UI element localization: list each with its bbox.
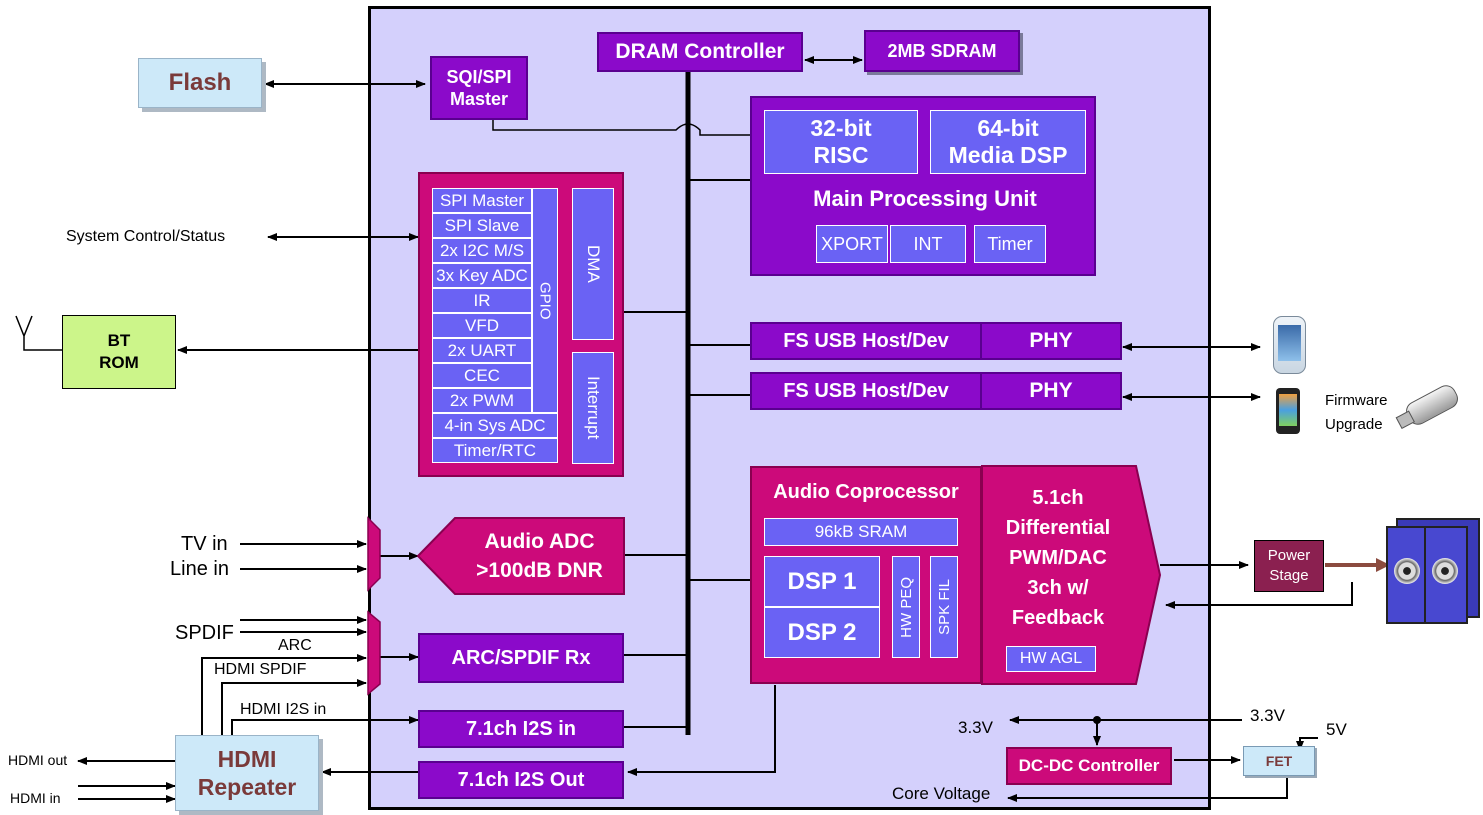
gpio-column: GPIO (532, 188, 558, 413)
spdif-label: SPDIF (175, 622, 234, 644)
spk-fil-block: SPK FIL (930, 556, 958, 658)
int-block: INT (890, 225, 966, 263)
hdmi-out-label: HDMI out (8, 752, 68, 768)
hw-peq-block: HW PEQ (892, 556, 920, 658)
peripheral-vfd: VFD (432, 313, 532, 338)
smartphone-icon (1273, 316, 1306, 374)
firmware-upgrade-label: Firmware Upgrade (1325, 392, 1388, 433)
hw-agl-block: HW AGL (1006, 646, 1096, 672)
speaker-icon (1386, 518, 1480, 624)
supply-3v3-right-label: 3.3V (1250, 706, 1285, 725)
audio-adc-label: Audio ADC >100dB DNR (476, 530, 603, 582)
interrupt-block: Interrupt (572, 352, 614, 464)
arc-label: ARC (278, 637, 312, 654)
peripheral-spi-master: SPI Master (432, 188, 532, 213)
media-dsp-block: 64-bit Media DSP (930, 110, 1086, 174)
timer-block: Timer (974, 225, 1046, 263)
main-processing-unit-block: 32-bit RISC 64-bit Media DSP Main Proces… (750, 96, 1096, 276)
supply-3v3-left-label: 3.3V (958, 718, 993, 737)
peripheral-cec: CEC (432, 363, 532, 388)
xport-block: XPORT (816, 225, 888, 263)
i2s-in-block: 7.1ch I2S in (418, 710, 624, 748)
peripheral-spi-slave: SPI Slave (432, 213, 532, 238)
audio-coprocessor-label: Audio Coprocessor (773, 480, 959, 503)
dram-controller-block: DRAM Controller (597, 32, 803, 72)
i2s-out-block: 7.1ch I2S Out (418, 761, 624, 799)
audio-coprocessor-block: Audio Coprocessor 96kB SRAM DSP 1 DSP 2 … (750, 466, 982, 684)
peripheral-sys-adc: 4-in Sys ADC (432, 413, 558, 438)
peripheral-uart: 2x UART (432, 338, 532, 363)
peripheral-i2c: 2x I2C M/S (432, 238, 532, 263)
sqi-spi-master-block: SQI/SPI Master (430, 56, 528, 120)
risc-block: 32-bit RISC (764, 110, 918, 174)
bt-rom-block: BT ROM (62, 315, 176, 389)
peripheral-block: SPI Master SPI Slave 2x I2C M/S 3x Key A… (418, 172, 624, 477)
phy-1-block: PHY (980, 322, 1122, 360)
dsp-1-block: DSP 1 (764, 556, 880, 607)
power-stage-block: Power Stage (1254, 540, 1324, 592)
arc-spdif-rx-block: ARC/SPDIF Rx (418, 633, 624, 683)
peripheral-pwm: 2x PWM (432, 388, 532, 413)
usb-host-dev-2-block: FS USB Host/Dev (750, 372, 982, 410)
main-processing-unit-label: Main Processing Unit (813, 186, 1037, 211)
system-control-label: System Control/Status (66, 228, 226, 245)
supply-5v-label: 5V (1326, 720, 1347, 739)
phy-2-block: PHY (980, 372, 1122, 410)
dcdc-controller-block: DC-DC Controller (1006, 747, 1172, 785)
peripheral-ir: IR (432, 288, 532, 313)
fet-block: FET (1243, 746, 1315, 776)
line-in-label: Line in (170, 558, 229, 580)
tv-in-label: TV in (181, 533, 228, 555)
peripheral-key-adc: 3x Key ADC (432, 263, 532, 288)
hdmi-in-label: HDMI in (10, 790, 61, 806)
hdmi-spdif-label: HDMI SPDIF (214, 661, 307, 678)
dma-block: DMA (572, 188, 614, 340)
sram-block: 96kB SRAM (764, 518, 958, 546)
dsp-2-block: DSP 2 (764, 607, 880, 658)
iphone-icon (1276, 388, 1300, 434)
usb-host-dev-1-block: FS USB Host/Dev (750, 322, 982, 360)
hdmi-i2s-in-label: HDMI I2S in (240, 701, 327, 718)
peripheral-timer-rtc: Timer/RTC (432, 438, 558, 463)
hdmi-repeater-block: HDMI Repeater (175, 735, 319, 811)
core-voltage-label: Core Voltage (892, 784, 991, 803)
flash-block: Flash (138, 58, 262, 108)
pwm-dac-label: 5.1ch Differential PWM/DAC 3ch w/ Feedba… (1005, 487, 1111, 629)
sdram-block: 2MB SDRAM (864, 30, 1020, 72)
